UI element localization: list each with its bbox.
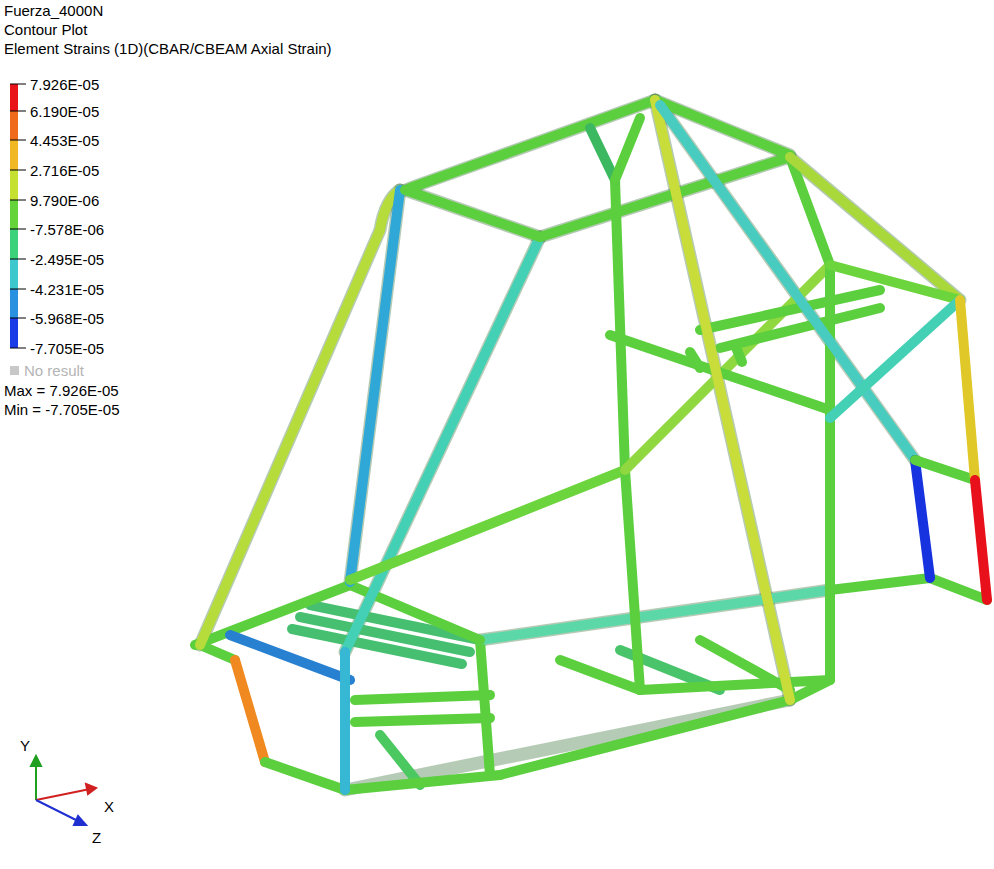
plot-text: 4.453E-05	[30, 132, 99, 150]
plot-text: Max = 7.926E-05	[4, 382, 119, 400]
plot-text: -5.968E-05	[30, 310, 104, 328]
plot-text: 9.790E-06	[30, 192, 99, 210]
axis-triad	[31, 756, 96, 825]
plot-text: X	[104, 798, 114, 816]
plot-text: Z	[92, 829, 101, 847]
plot-text: 2.716E-05	[30, 162, 99, 180]
color-bar	[10, 84, 26, 348]
plot-text: -4.231E-05	[30, 281, 104, 299]
tube-shadow	[200, 100, 960, 790]
plot-text: Element Strains (1D)(CBAR/CBEAM Axial St…	[4, 40, 332, 58]
plot-text: Y	[20, 737, 30, 755]
plot-text: 6.190E-05	[30, 103, 99, 121]
frame-tubes	[195, 100, 987, 790]
legend-swatch	[10, 366, 19, 375]
plot-text: 7.926E-05	[30, 76, 99, 94]
plot-text: -2.495E-05	[30, 251, 104, 269]
plot-text: Fuerza_4000N	[4, 2, 103, 20]
plot-text: No result	[24, 362, 84, 380]
plot-text: -7.705E-05	[30, 340, 104, 358]
plot-text: Min = -7.705E-05	[4, 401, 119, 419]
plot-text: -7.578E-06	[30, 221, 104, 239]
plot-text: Contour Plot	[4, 21, 87, 39]
